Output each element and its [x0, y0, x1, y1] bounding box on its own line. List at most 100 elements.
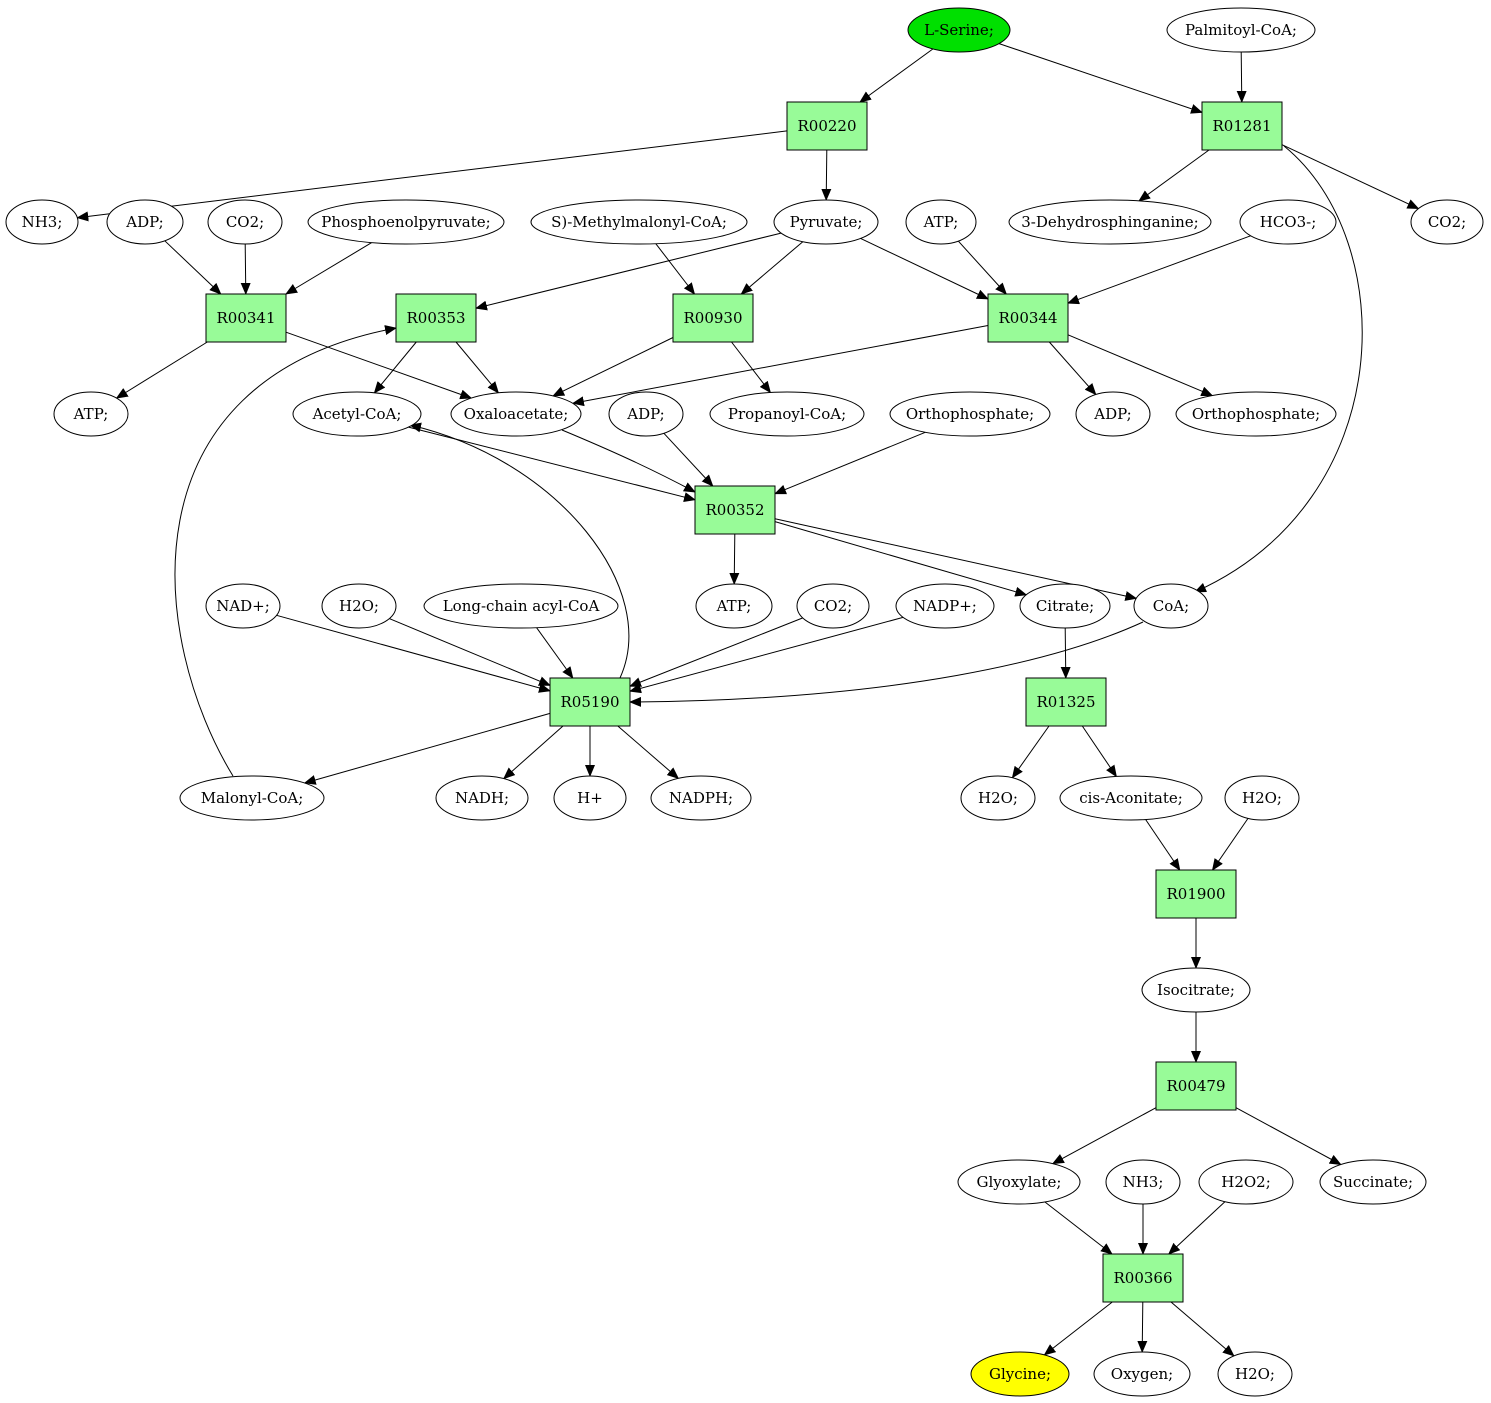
- metabolite-node-ortho-a[interactable]: Orthophosphate;: [889, 391, 1051, 437]
- reaction-box: [1102, 1253, 1184, 1303]
- reaction-node-r01281[interactable]: R01281: [1201, 101, 1283, 151]
- metabolite-node-coa[interactable]: CoA;: [1133, 583, 1209, 629]
- metabolite-node-isocitrate[interactable]: Isocitrate;: [1141, 967, 1251, 1013]
- metabolite-node-glyoxylate[interactable]: Glyoxylate;: [957, 1159, 1081, 1205]
- reaction-label: R00344: [998, 309, 1057, 327]
- metabolite-label: Acetyl-CoA;: [312, 405, 402, 423]
- reaction-box: [395, 293, 477, 343]
- metabolite-node-co2-b[interactable]: CO2;: [1410, 199, 1484, 245]
- reaction-node-r00341[interactable]: R00341: [205, 293, 287, 343]
- metabolite-node-hco3[interactable]: HCO3-;: [1239, 199, 1337, 245]
- metabolite-node-oxygen[interactable]: Oxygen;: [1093, 1351, 1191, 1397]
- metabolite-label: Glyoxylate;: [977, 1173, 1062, 1191]
- metabolite-label: CoA;: [1153, 597, 1189, 615]
- edge-R01325-to-cisaconitate: [1081, 725, 1117, 778]
- reaction-node-r01325[interactable]: R01325: [1025, 677, 1107, 727]
- metabolite-node-propanoylcoa[interactable]: Propanoyl-CoA;: [709, 391, 865, 437]
- metabolite-ellipse: [1008, 199, 1212, 245]
- edge-R00220-to-pyruvate: [821, 149, 832, 201]
- reaction-box: [1155, 869, 1237, 919]
- metabolite-node-atp-a[interactable]: ATP;: [905, 199, 977, 245]
- metabolite-node-h2o-d[interactable]: H2O;: [1217, 1351, 1293, 1397]
- metabolite-node-smmcoa[interactable]: S)-Methylmalonyl-CoA;: [530, 199, 748, 245]
- edge-acetylcoa-to-R00352: [408, 426, 696, 502]
- edge-palmitoylcoa-to-R01281: [1236, 51, 1247, 103]
- metabolite-node-nadh[interactable]: NADH;: [435, 775, 529, 821]
- metabolite-ellipse: [1410, 199, 1484, 245]
- metabolite-node-ortho-b[interactable]: Orthophosphate;: [1175, 391, 1337, 437]
- reaction-label: R00479: [1166, 1077, 1225, 1095]
- edge-cisaconitate-to-R01900: [1145, 819, 1181, 871]
- edge-R00366-to-glycine: [1043, 1301, 1113, 1356]
- metabolite-node-acetylcoa[interactable]: Acetyl-CoA;: [292, 391, 422, 437]
- metabolite-node-hplus[interactable]: H+: [553, 775, 627, 821]
- metabolite-label: NADPH;: [669, 789, 733, 807]
- metabolite-label: Palmitoyl-CoA;: [1185, 21, 1297, 39]
- reaction-box: [1201, 101, 1283, 151]
- metabolite-node-nad[interactable]: NAD+;: [205, 583, 281, 629]
- metabolite-ellipse: [905, 199, 977, 245]
- reaction-node-r00366[interactable]: R00366: [1102, 1253, 1184, 1303]
- edge-coa-to-R05190: [629, 621, 1144, 707]
- edge-R01281-to-coa: [1194, 145, 1363, 593]
- edge-hco3-to-R00344: [1067, 235, 1251, 305]
- metabolite-node-lserine[interactable]: L-Serine;: [907, 7, 1011, 53]
- metabolite-node-palmitoylcoa[interactable]: Palmitoyl-CoA;: [1166, 7, 1316, 53]
- metabolite-node-atp-c[interactable]: ATP;: [695, 583, 773, 629]
- reaction-node-r00353[interactable]: R00353: [395, 293, 477, 343]
- metabolite-ellipse: [553, 775, 627, 821]
- reaction-box: [205, 293, 287, 343]
- metabolite-node-co2-c[interactable]: CO2;: [796, 583, 870, 629]
- metabolite-ellipse: [970, 1351, 1070, 1397]
- metabolite-node-nadp[interactable]: NADP+;: [895, 583, 995, 629]
- metabolite-node-pyruvate[interactable]: Pyruvate;: [773, 199, 879, 245]
- edge-R00344-to-adp_c: [1048, 341, 1097, 396]
- metabolite-ellipse: [608, 391, 684, 437]
- reaction-node-r00344[interactable]: R00344: [987, 293, 1069, 343]
- metabolite-node-co2-a[interactable]: CO2;: [207, 199, 283, 245]
- metabolite-node-h2o-b[interactable]: H2O;: [960, 775, 1036, 821]
- metabolite-node-3dhs[interactable]: 3-Dehydrosphinganine;: [1008, 199, 1212, 245]
- metabolite-node-adp-c[interactable]: ADP;: [1075, 391, 1151, 437]
- metabolite-label: Succinate;: [1333, 1173, 1413, 1191]
- edge-nad-to-R05190: [276, 614, 551, 693]
- metabolite-node-citrate[interactable]: Citrate;: [1019, 583, 1111, 629]
- reaction-node-r00220[interactable]: R00220: [786, 101, 868, 151]
- reaction-node-r00930[interactable]: R00930: [672, 293, 754, 343]
- reaction-label: R00220: [797, 117, 856, 135]
- metabolite-node-h2o2[interactable]: H2O2;: [1198, 1159, 1294, 1205]
- edge-pyruvate-to-R00353: [475, 232, 782, 311]
- metabolite-label: Citrate;: [1036, 597, 1094, 615]
- metabolite-label: NH3;: [22, 213, 63, 231]
- metabolite-node-adp-b[interactable]: ADP;: [608, 391, 684, 437]
- reaction-node-r01900[interactable]: R01900: [1155, 869, 1237, 919]
- metabolite-node-nh3-b[interactable]: NH3;: [1105, 1159, 1181, 1205]
- metabolite-ellipse: [1141, 967, 1251, 1013]
- metabolite-node-nadph[interactable]: NADPH;: [650, 775, 752, 821]
- metabolite-node-h2o-a[interactable]: H2O;: [321, 583, 397, 629]
- edge-R00341-to-oxaloacetate: [285, 331, 473, 400]
- metabolite-node-pep[interactable]: Phosphoenolpyruvate;: [307, 199, 505, 245]
- metabolite-node-glycine[interactable]: Glycine;: [970, 1351, 1070, 1397]
- metabolite-label: cis-Aconitate;: [1079, 789, 1183, 807]
- reaction-node-r00479[interactable]: R00479: [1155, 1061, 1237, 1111]
- metabolite-node-succinate[interactable]: Succinate;: [1319, 1159, 1427, 1205]
- metabolite-node-oxaloacetate[interactable]: Oxaloacetate;: [450, 391, 582, 437]
- metabolite-node-atp-b[interactable]: ATP;: [53, 391, 129, 437]
- metabolite-node-adp-a[interactable]: ADP;: [106, 199, 184, 245]
- edge-R00353-to-oxaloacetate: [455, 341, 500, 394]
- metabolite-node-lcacylcoa[interactable]: Long-chain acyl-CoA: [423, 583, 619, 629]
- metabolite-ellipse: [1059, 775, 1203, 821]
- metabolite-ellipse: [895, 583, 995, 629]
- metabolite-label: Glycine;: [989, 1365, 1051, 1383]
- metabolite-node-h2o-c[interactable]: H2O;: [1224, 775, 1300, 821]
- metabolite-node-nh3-a[interactable]: NH3;: [5, 199, 79, 245]
- metabolite-node-malonylcoa[interactable]: Malonyl-CoA;: [179, 775, 325, 821]
- metabolite-label: H2O;: [978, 789, 1018, 807]
- metabolite-node-cisaconitate[interactable]: cis-Aconitate;: [1059, 775, 1203, 821]
- metabolite-label: HCO3-;: [1260, 213, 1317, 231]
- metabolite-label: 3-Dehydrosphinganine;: [1021, 213, 1198, 231]
- metabolite-ellipse: [207, 199, 283, 245]
- reaction-node-r00352[interactable]: R00352: [694, 485, 776, 535]
- reaction-node-r05190[interactable]: R05190: [549, 677, 631, 727]
